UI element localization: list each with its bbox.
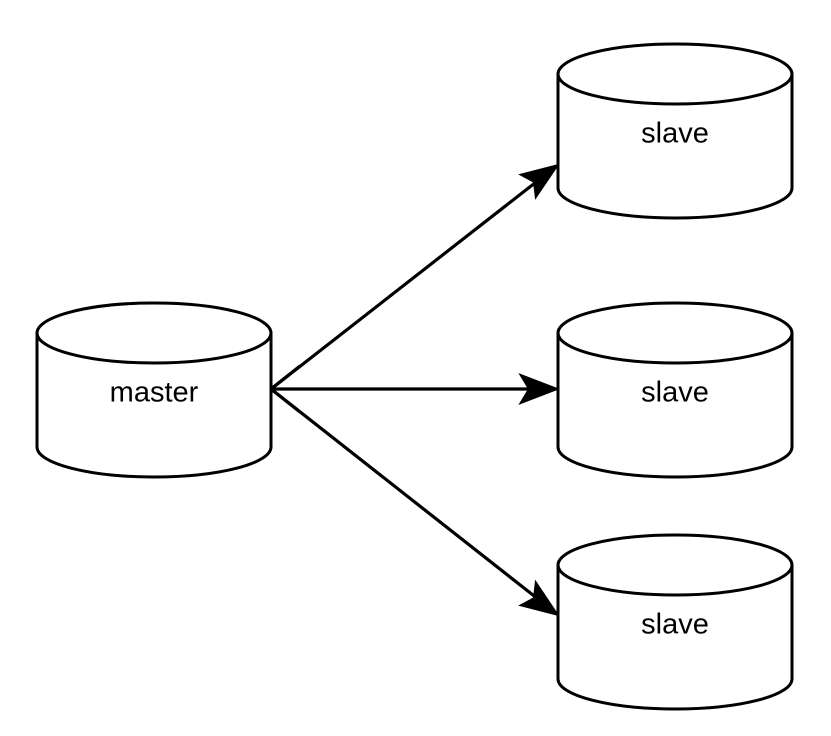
cylinder-top-ellipse — [556, 301, 794, 365]
arrowhead-icon — [518, 373, 560, 405]
arrowhead-icon — [518, 163, 560, 200]
cylinder-body — [556, 563, 794, 711]
cylinder-top-ellipse — [556, 42, 794, 106]
cylinder-body — [556, 331, 794, 479]
cylinder-top-ellipse — [35, 301, 273, 365]
node-label-slave-1: slave — [641, 118, 709, 150]
node-master[interactable]: master — [35, 301, 273, 479]
edge-line — [270, 387, 539, 601]
edge-line — [270, 177, 541, 391]
edges-layer — [270, 163, 560, 617]
node-slave-1[interactable]: slave — [556, 42, 794, 220]
node-label-slave-3: slave — [641, 609, 709, 641]
edge-master-to-slave-2[interactable] — [271, 373, 560, 405]
edge-origin-junction — [270, 364, 301, 414]
edge-master-to-slave-1[interactable] — [270, 163, 560, 391]
cylinder-body — [35, 331, 273, 479]
junction-tick-upper — [270, 364, 301, 391]
edge-master-to-slave-3[interactable] — [270, 387, 560, 617]
cylinder-body — [556, 72, 794, 220]
node-slave-2[interactable]: slave — [556, 301, 794, 479]
node-slave-3[interactable]: slave — [556, 533, 794, 711]
arrowhead-icon — [518, 579, 560, 617]
junction-tick-lower — [270, 387, 301, 414]
node-label-master: master — [110, 377, 199, 409]
node-label-slave-2: slave — [641, 377, 709, 409]
cylinder-top-ellipse — [556, 533, 794, 597]
